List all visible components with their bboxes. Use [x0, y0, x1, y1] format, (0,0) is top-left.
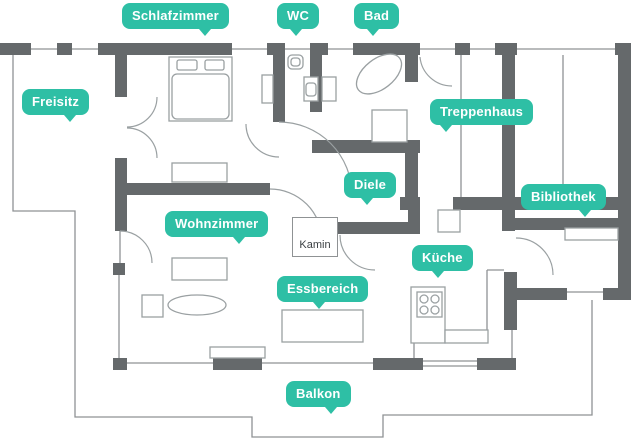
door-swing-arc: [126, 96, 158, 128]
room-label-wc: WC: [277, 3, 320, 36]
wall-segment: [504, 272, 517, 330]
wall-segment: [373, 358, 423, 370]
room-label-text: Diele: [354, 177, 387, 192]
wall-segment: [353, 43, 420, 55]
wall-segment: [502, 43, 515, 231]
wall-segment: [405, 140, 418, 200]
door-leaf: [437, 209, 461, 233]
room-label-text: Küche: [422, 250, 463, 265]
bath-cabinet: [321, 76, 337, 102]
wall-segment: [312, 140, 420, 153]
sofa-table: [171, 257, 228, 281]
kitchen-counter: [444, 329, 489, 344]
wall-segment: [267, 43, 285, 55]
wall-segment: [408, 197, 420, 229]
room-label-text: Bad: [364, 8, 390, 23]
door-swing-arc: [119, 230, 153, 264]
room-label-text: Schlafzimmer: [132, 8, 219, 23]
wall-segment: [0, 43, 31, 55]
door-swing-arc: [126, 127, 158, 159]
room-label-bad: Bad: [354, 3, 400, 36]
door-swing-arc: [339, 234, 376, 271]
wall-segment: [405, 55, 418, 82]
room-label-essbereich: Essbereich: [277, 276, 369, 309]
shower-tray: [371, 109, 408, 143]
room-label-kueche: Küche: [412, 245, 473, 278]
mattress: [171, 73, 230, 120]
dining-table: [281, 309, 364, 343]
stove-burner: [430, 305, 440, 315]
room-label-balkon: Balkon: [286, 381, 351, 414]
door-swing-arc: [245, 123, 280, 158]
shelf: [261, 74, 274, 104]
wall-segment: [113, 263, 125, 275]
bookshelf: [564, 227, 619, 241]
fireplace-label: Kamin: [299, 239, 331, 251]
wall-segment: [113, 358, 127, 370]
pillow: [204, 59, 225, 71]
coffee-table: [167, 294, 227, 316]
sink-basin: [305, 82, 317, 97]
pillow: [176, 59, 198, 71]
wall-segment: [477, 358, 516, 370]
wall-segment: [318, 222, 420, 234]
room-label-diele: Diele: [344, 172, 397, 205]
room-label-text: Bibliothek: [531, 189, 596, 204]
stove-burner: [419, 294, 429, 304]
wall-segment: [273, 55, 285, 122]
room-label-bibliothek: Bibliothek: [521, 184, 606, 217]
room-label-freisitz: Freisitz: [22, 89, 90, 122]
room-label-text: Freisitz: [32, 94, 80, 109]
room-label-text: Balkon: [296, 386, 341, 401]
wall-segment: [115, 55, 127, 97]
wall-segment: [125, 183, 270, 195]
door-swing-arc: [515, 237, 554, 276]
door-swing-arc: [278, 121, 353, 196]
wall-segment: [98, 43, 232, 55]
room-label-wohnzimmer: Wohnzimmer: [165, 211, 269, 244]
furniture: [141, 53, 619, 359]
dresser: [171, 162, 228, 183]
wall-segment: [618, 43, 631, 300]
room-label-text: WC: [287, 8, 310, 23]
door-swing-arc: [419, 56, 453, 87]
sideboard: [209, 346, 266, 359]
wall-segment: [213, 358, 262, 370]
room-label-text: Treppenhaus: [440, 104, 524, 119]
room-label-schlafzimmer: Schlafzimmer: [122, 3, 229, 36]
terrace-outline: [12, 55, 593, 438]
stove-burner: [430, 294, 440, 304]
wall-segment: [513, 288, 567, 300]
room-label-treppenhaus: Treppenhaus: [430, 99, 534, 132]
wall-segment: [57, 43, 72, 55]
wall-segment: [310, 43, 328, 55]
wall-segment: [603, 288, 631, 300]
side-chair: [141, 294, 164, 318]
fireplace-box: Kamin: [292, 217, 338, 257]
wall-segment: [513, 218, 631, 230]
door-arcs: [119, 56, 554, 276]
toilet-seat: [290, 57, 301, 67]
stove-burner: [419, 305, 429, 315]
wall-segment: [115, 158, 127, 231]
room-label-text: Essbereich: [287, 281, 359, 296]
bathtub: [355, 53, 403, 95]
room-label-text: Wohnzimmer: [175, 216, 259, 231]
wall-segment: [455, 43, 470, 55]
terrace-outline-path: [12, 55, 593, 438]
window-lines: [31, 48, 615, 367]
